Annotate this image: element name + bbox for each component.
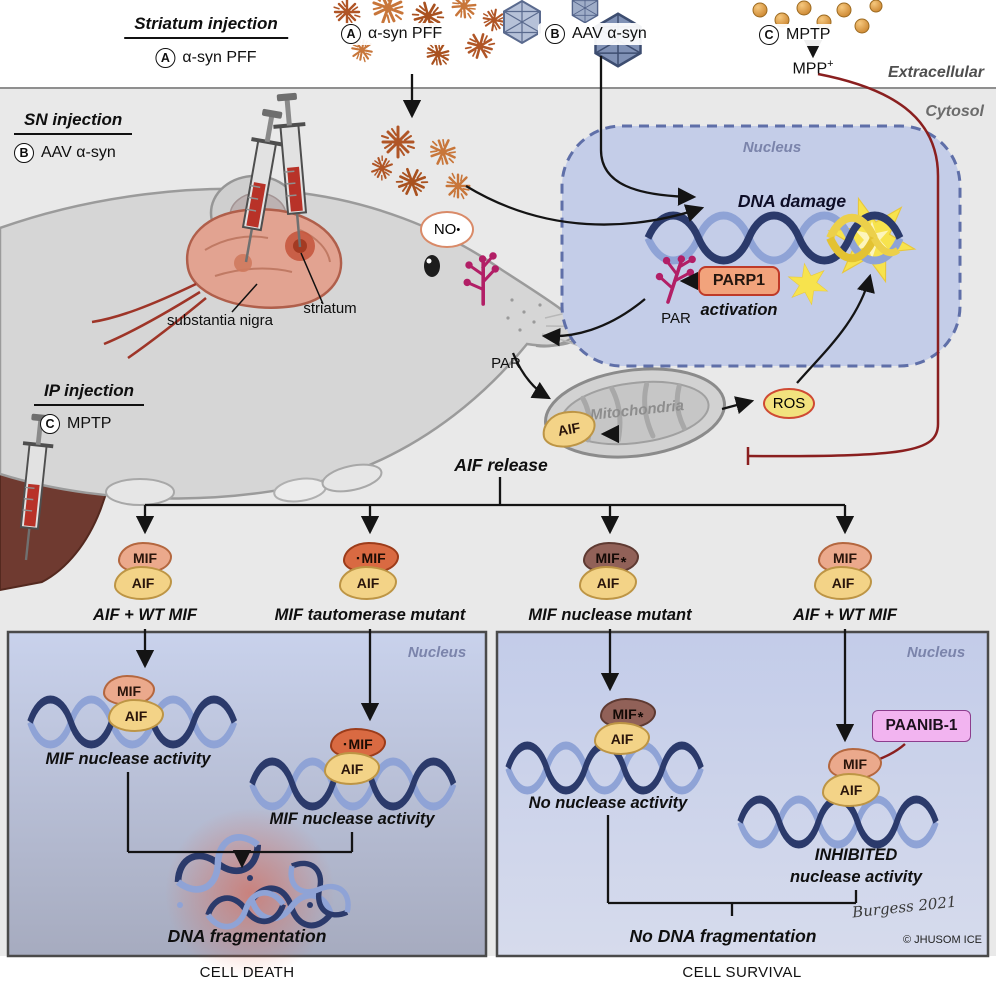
ip-injection-heading: IP injection [34,381,145,406]
cell-survival-label: CELL SURVIVAL [682,964,802,981]
aif-blob: AIF [579,566,637,600]
activation-label: activation [700,301,778,319]
badge-a: A [155,48,176,68]
cell-death-panel [6,630,488,978]
no-dna-fragmentation-label: No DNA fragmentation [629,926,817,946]
par-cytosolic-label: PAR [491,355,521,372]
paanib-1-box: PAANIB-1 [872,710,971,742]
aif-release-label: AIF release [454,455,548,475]
aif-blob: AIF [822,773,880,807]
parp1-box: PARP1 [698,266,780,296]
branch-label: MIF nuclease mutant [528,606,692,624]
mouse-illustration [0,90,605,592]
mif-nuclease-activity-label: MIF nuclease activity [45,750,211,768]
nucleus-label: Nucleus [906,644,966,661]
copyright-credit: © JHUSOM ICE [903,934,982,946]
aif-blob: AIF [108,699,164,732]
substantia-nigra-label: substantia nigra [167,312,273,329]
dna-fragmentation-label: DNA fragmentation [167,926,327,946]
aif-blob: AIF [594,722,650,755]
sn-injection-heading: SN injection [14,110,133,135]
nucleus-shape [560,124,962,368]
cell-death-label: CELL DEATH [199,964,295,981]
dna-damage-label: DNA damage [737,191,847,211]
cell-survival-panel [495,630,990,958]
anatomy-pointer-lines [231,252,324,313]
pathway-arrows [126,39,875,916]
striatum-injection-heading: Striatum injection [124,14,288,39]
no-nuclease-activity-label: No nuclease activity [528,794,688,812]
aif-blob: AIF [114,566,172,600]
nucleus-label: Nucleus [407,644,467,661]
pff-cluster-cytosol [367,125,477,205]
dna-fragments [171,830,356,929]
mpp-label: MPP+ [792,58,834,78]
branch-label: AIF + WT MIF [792,606,898,624]
par-nuclear-label: PAR [661,310,691,327]
badge-c: C [759,25,779,45]
badge-a: A [341,24,361,44]
aif-blob: AIF [324,752,380,785]
mif-nuclease-activity-label: MIF nuclease activity [269,810,435,828]
extracellular-label: Extracellular [887,64,984,81]
badge-b: B [14,143,34,163]
inhibited-activity-label: nuclease activity [789,868,923,886]
striatum-label: striatum [303,300,357,317]
nucleus-label: Nucleus [742,139,802,156]
nitric-oxide-label: NO• [420,211,474,248]
inhibited-label: INHIBITED [814,846,898,864]
aif-blob: AIF [814,566,872,600]
branch-label: MIF tautomerase mutant [274,606,466,624]
aif-blob: AIF [339,566,397,600]
mouse-eye [424,255,440,277]
cytosol-label: Cytosol [925,103,984,120]
badge-c: C [40,414,60,434]
badge-b: B [545,24,565,44]
ros-label: ROS [763,388,815,419]
branch-label: AIF + WT MIF [92,606,198,624]
mptp-molecules [752,0,883,34]
